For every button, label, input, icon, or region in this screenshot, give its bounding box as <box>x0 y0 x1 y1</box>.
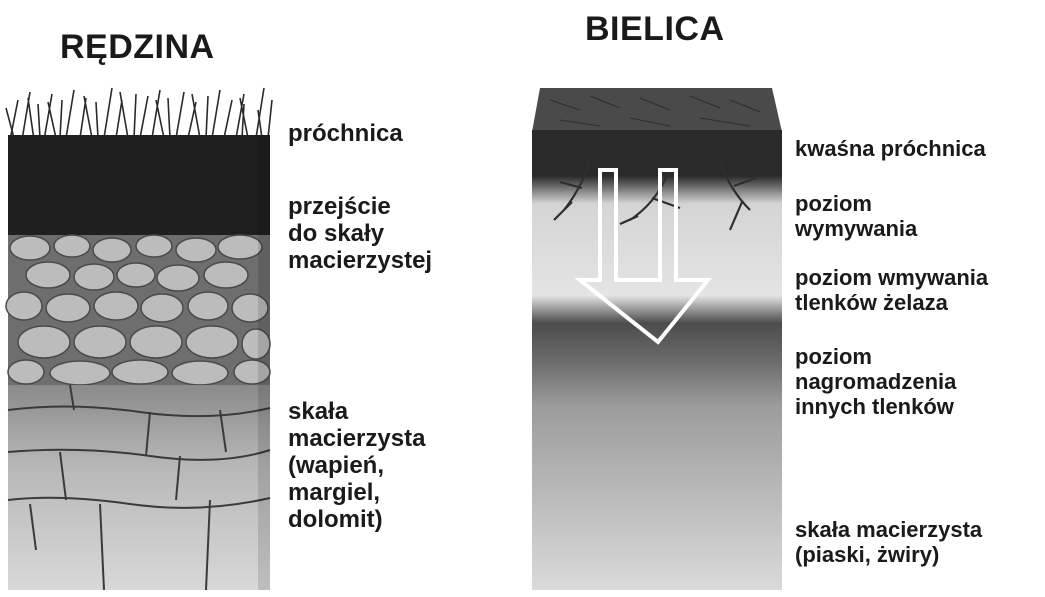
label-line: macierzysta <box>288 425 425 452</box>
label-line: skała <box>288 398 425 425</box>
label-line: innych tlenków <box>795 395 956 420</box>
bedrock-layer <box>8 385 270 590</box>
rendzina-title: RĘDZINA <box>60 28 215 67</box>
label-line: do skały <box>288 220 432 247</box>
label-line: margiel, <box>288 479 425 506</box>
label-accumulation: poziom nagromadzenia innych tlenków <box>795 345 956 420</box>
label-line: przejście <box>288 193 432 220</box>
label-line: skała macierzysta <box>795 518 982 543</box>
label-line: tlenków żelaza <box>795 291 988 316</box>
label-humus: próchnica <box>288 120 403 147</box>
label-bedrock: skała macierzysta (wapień, margiel, dolo… <box>288 398 425 534</box>
label-transition: przejście do skały macierzystej <box>288 193 432 274</box>
label-iron-oxide: poziom wmywania tlenków żelaza <box>795 266 988 316</box>
humus-layer <box>8 135 270 235</box>
label-line: macierzystej <box>288 247 432 274</box>
label-line: poziom <box>795 192 917 217</box>
label-line: poziom wmywania <box>795 266 988 291</box>
label-line: poziom <box>795 345 956 370</box>
label-line: dolomit) <box>288 506 425 533</box>
label-line: próchnica <box>288 120 403 147</box>
label-line: wymywania <box>795 217 917 242</box>
label-eluvial: poziom wymywania <box>795 192 917 242</box>
label-acid-humus: kwaśna próchnica <box>795 137 986 162</box>
grass-layer <box>6 88 272 140</box>
rendzina-soil-profile <box>0 80 280 595</box>
label-line: kwaśna próchnica <box>795 137 986 162</box>
label-line: (piaski, żwiry) <box>795 543 982 568</box>
label-parent-rock: skała macierzysta (piaski, żwiry) <box>795 518 982 568</box>
bielica-title: BIELICA <box>585 10 725 49</box>
label-line: (wapień, <box>288 452 425 479</box>
label-line: nagromadzenia <box>795 370 956 395</box>
bielica-soil-profile <box>520 70 790 595</box>
